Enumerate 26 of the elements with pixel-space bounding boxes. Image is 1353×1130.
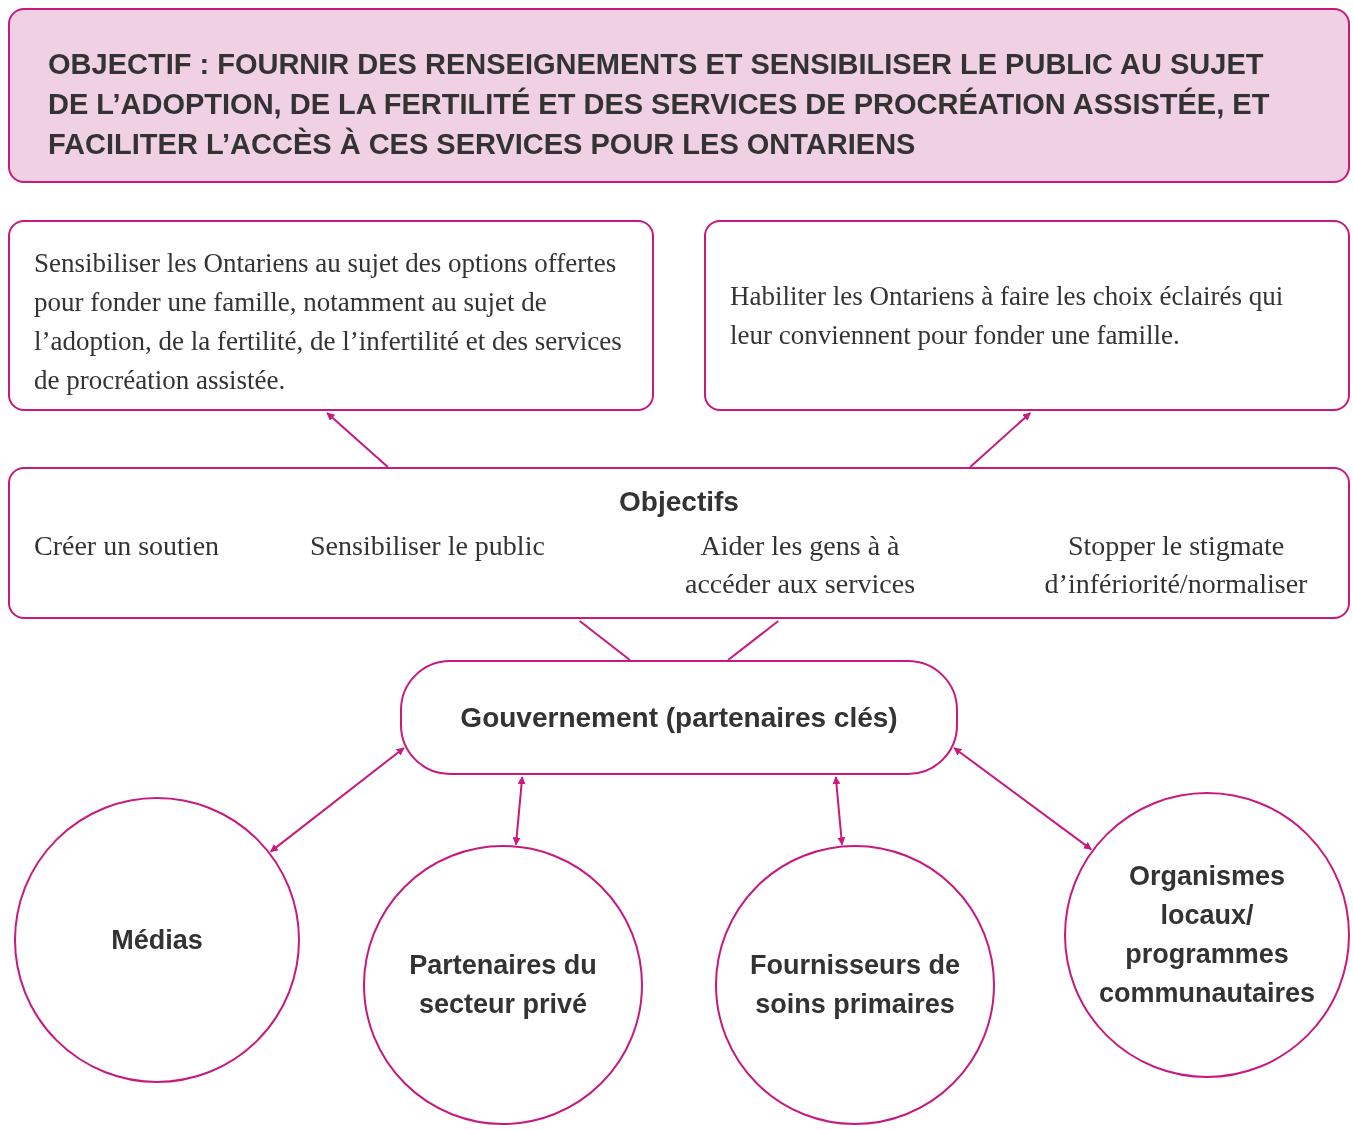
arrow: [953, 747, 1093, 851]
connector-line: [727, 620, 780, 661]
objective-item: Créer un soutien: [34, 529, 221, 563]
government-box: [400, 660, 958, 775]
government-label: Gouvernement (partenaires clés): [460, 700, 898, 735]
objective-item: Stopper le stigmate d’infériorité/normaliser: [1043, 529, 1309, 601]
goal-box: [704, 220, 1350, 411]
arrow: [269, 747, 405, 853]
objective-banner: [8, 8, 1350, 183]
partner-label: Partenaires du secteur privé: [408, 949, 598, 1021]
objectives-box: [8, 467, 1350, 619]
objective-item: Sensibiliser le public: [310, 529, 546, 563]
connector-line: [578, 620, 631, 661]
arrow: [512, 776, 526, 846]
partner-label: Médias: [111, 923, 203, 957]
objectives-heading: Objectifs: [618, 485, 740, 519]
partner-label: Organismes locaux/ programmes communautaires: [1097, 860, 1317, 1010]
objective-item: Aider les gens à à accéder aux services: [683, 529, 917, 601]
arrow: [326, 412, 389, 468]
arrow: [832, 776, 846, 846]
objective-text: OBJECTIF : FOURNIR DES RENSEIGNEMENTS ET SENSIBILISER LE PUBLIC AU SUJET DE L’ADOPTION, DE LA FERTILITÉ ET DES SERVICES DE PROCRÉATION ASSISTÉE, ET FACILITER L’ACCÈS À CES SERVICES POUR LES ONTARIENS: [48, 47, 1271, 162]
partner-label: Fournisseurs de soins primaires: [748, 949, 962, 1021]
arrow: [969, 412, 1032, 468]
goal-text: Habiliter les Ontariens à faire les choix éclairés qui leur conviennent pour fonder une famille.: [730, 279, 1285, 352]
goal-box: [8, 220, 654, 411]
goal-text: Sensibiliser les Ontariens au sujet des options offertes pour fonder une famille, notamment au sujet de l’adoption, de la fertilité, de l’infertilité et des services de procréation assistée.: [34, 247, 623, 397]
